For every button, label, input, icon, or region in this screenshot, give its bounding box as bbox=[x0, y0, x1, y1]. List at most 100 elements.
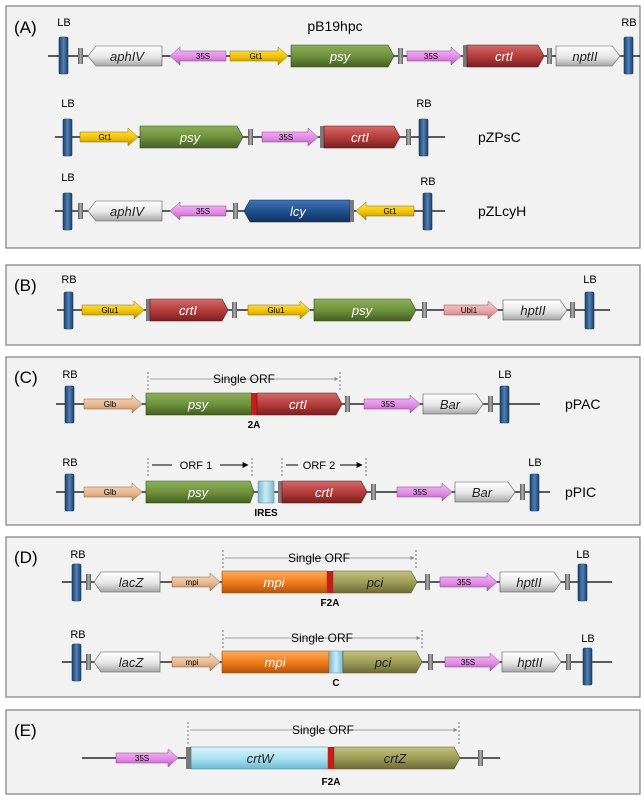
panel-b: (B) RB Glu1 crtI Glu1 psy Ubi1 hptII LB bbox=[5, 264, 641, 346]
lacz-gene bbox=[93, 651, 161, 673]
promoter-label: 35S bbox=[196, 52, 210, 61]
crti-gene bbox=[466, 44, 545, 68]
promoter-mpi bbox=[171, 652, 221, 672]
promoter-label: Glb bbox=[104, 488, 117, 497]
gene-label: mpi bbox=[264, 575, 286, 590]
terminator-block bbox=[565, 574, 570, 590]
construct-d2: RB lacZ mpi Single ORF mpi C pci 35S hpt… bbox=[62, 629, 612, 689]
panel-a: (A) pB19hpc LB aphIV 35S Gt1 psy 35S bbox=[5, 5, 641, 249]
linker-f2a-block bbox=[328, 747, 334, 769]
linker-2a-block bbox=[251, 393, 257, 415]
gene-label: hptII bbox=[520, 303, 546, 318]
lacz-gene bbox=[93, 571, 161, 593]
promoter-label: 35S bbox=[413, 488, 427, 497]
promoter-35s bbox=[396, 482, 453, 502]
construct-ppic: RB ORF 1 ORF 2 Glb psy IRES crtI 35S bbox=[56, 457, 596, 519]
promoter-label: Ubi1 bbox=[461, 306, 478, 315]
left-border-label: LB bbox=[581, 633, 594, 645]
left-border-label: LB bbox=[61, 98, 74, 110]
promoter-35s bbox=[115, 748, 179, 768]
gene-label: psy bbox=[187, 485, 210, 500]
linker-c-block bbox=[328, 650, 344, 674]
right-border-label: RB bbox=[420, 176, 435, 188]
plasmid-name: pB19hpc bbox=[307, 18, 362, 34]
panel-e: (E) Single ORF 35S crtW F2A crtZ bbox=[5, 709, 641, 795]
left-border-label: LB bbox=[583, 274, 596, 286]
crti-gene bbox=[281, 480, 368, 504]
hptii-gene bbox=[501, 651, 562, 673]
terminator-block bbox=[86, 574, 91, 590]
right-border-label: RB bbox=[416, 98, 431, 110]
gene-label: hptII bbox=[517, 655, 543, 670]
gene-label: pci bbox=[374, 655, 393, 670]
right-border-block bbox=[64, 385, 75, 424]
right-border-block bbox=[63, 291, 74, 330]
gene-label: psy bbox=[179, 130, 202, 145]
plasmid-name: pPAC bbox=[565, 396, 601, 412]
promoter-glb bbox=[83, 482, 143, 502]
crti-gene bbox=[323, 125, 401, 149]
right-border-block bbox=[71, 643, 82, 682]
aphiv-gene bbox=[87, 45, 163, 67]
gene-label: crtW bbox=[247, 751, 275, 766]
orf1-label: ORF 1 bbox=[180, 460, 212, 472]
promoter-35s bbox=[439, 572, 498, 592]
gene-label: Bar bbox=[440, 397, 461, 412]
linker-label: F2A bbox=[321, 598, 340, 609]
pci-gene bbox=[332, 570, 418, 594]
construct-pzlcyh: LB aphIV 35S lcy Gt1 RB pZLcyH bbox=[55, 172, 526, 231]
gene-label: crtI bbox=[351, 130, 369, 145]
spacer-block bbox=[186, 747, 191, 769]
promoter-label: 35S bbox=[424, 52, 438, 61]
promoter-gt1 bbox=[79, 127, 139, 147]
terminator-block bbox=[398, 48, 403, 64]
right-border-label: RB bbox=[621, 17, 636, 29]
terminator-block bbox=[547, 48, 552, 64]
psy-gene bbox=[313, 298, 417, 322]
promoter-label: 35S bbox=[457, 578, 471, 587]
spacer-block bbox=[350, 200, 354, 222]
construct-ppac: RB Single ORF Glb psy 2A crtI 35S Bar LB… bbox=[56, 369, 601, 431]
right-border-block bbox=[422, 192, 433, 231]
promoter-ubi1 bbox=[443, 300, 499, 320]
crtz-gene bbox=[333, 746, 461, 770]
crti-gene bbox=[149, 298, 229, 322]
left-border-block bbox=[62, 118, 73, 157]
gene-label: crtZ bbox=[384, 751, 407, 766]
gene-label: aphIV bbox=[110, 204, 145, 219]
left-border-block bbox=[577, 563, 588, 602]
gene-label: crtI bbox=[179, 303, 197, 318]
crti-gene bbox=[256, 392, 343, 416]
left-border-label: LB bbox=[498, 369, 511, 381]
right-border-label: RB bbox=[62, 457, 77, 469]
gene-label: nptII bbox=[572, 49, 598, 64]
promoter-35s bbox=[363, 394, 421, 414]
promoter-35s bbox=[406, 46, 462, 66]
terminator-block bbox=[86, 654, 91, 670]
terminator-block bbox=[406, 129, 411, 145]
panel-a-label: (A) bbox=[14, 18, 37, 37]
promoter-35s bbox=[169, 46, 227, 66]
right-border-block bbox=[418, 118, 429, 157]
bar-gene bbox=[454, 481, 516, 503]
promoter-label: 35S bbox=[135, 754, 149, 763]
linker-label: C bbox=[332, 678, 339, 689]
psy-gene bbox=[139, 125, 244, 149]
terminator-block bbox=[233, 203, 238, 219]
panel-d: (D) RB lacZ mpi Single ORF mpi F2A pci 3… bbox=[5, 536, 641, 698]
terminator-block bbox=[422, 302, 427, 318]
terminator-block bbox=[248, 129, 253, 145]
left-border-label: LB bbox=[528, 457, 541, 469]
left-border-block bbox=[582, 647, 593, 686]
promoter-label: Glu1 bbox=[102, 306, 119, 315]
hptii-gene bbox=[502, 299, 568, 321]
panel-e-label: (E) bbox=[14, 721, 37, 740]
gene-label: hptII bbox=[516, 575, 542, 590]
promoter-gt1 bbox=[355, 201, 415, 221]
promoter-label: Gt1 bbox=[250, 52, 263, 61]
promoter-glu1 bbox=[247, 300, 311, 320]
right-border-label: RB bbox=[62, 369, 77, 381]
gene-label: crtI bbox=[315, 485, 333, 500]
gene-label: pci bbox=[366, 575, 385, 590]
panel-c-label: (C) bbox=[14, 368, 38, 387]
